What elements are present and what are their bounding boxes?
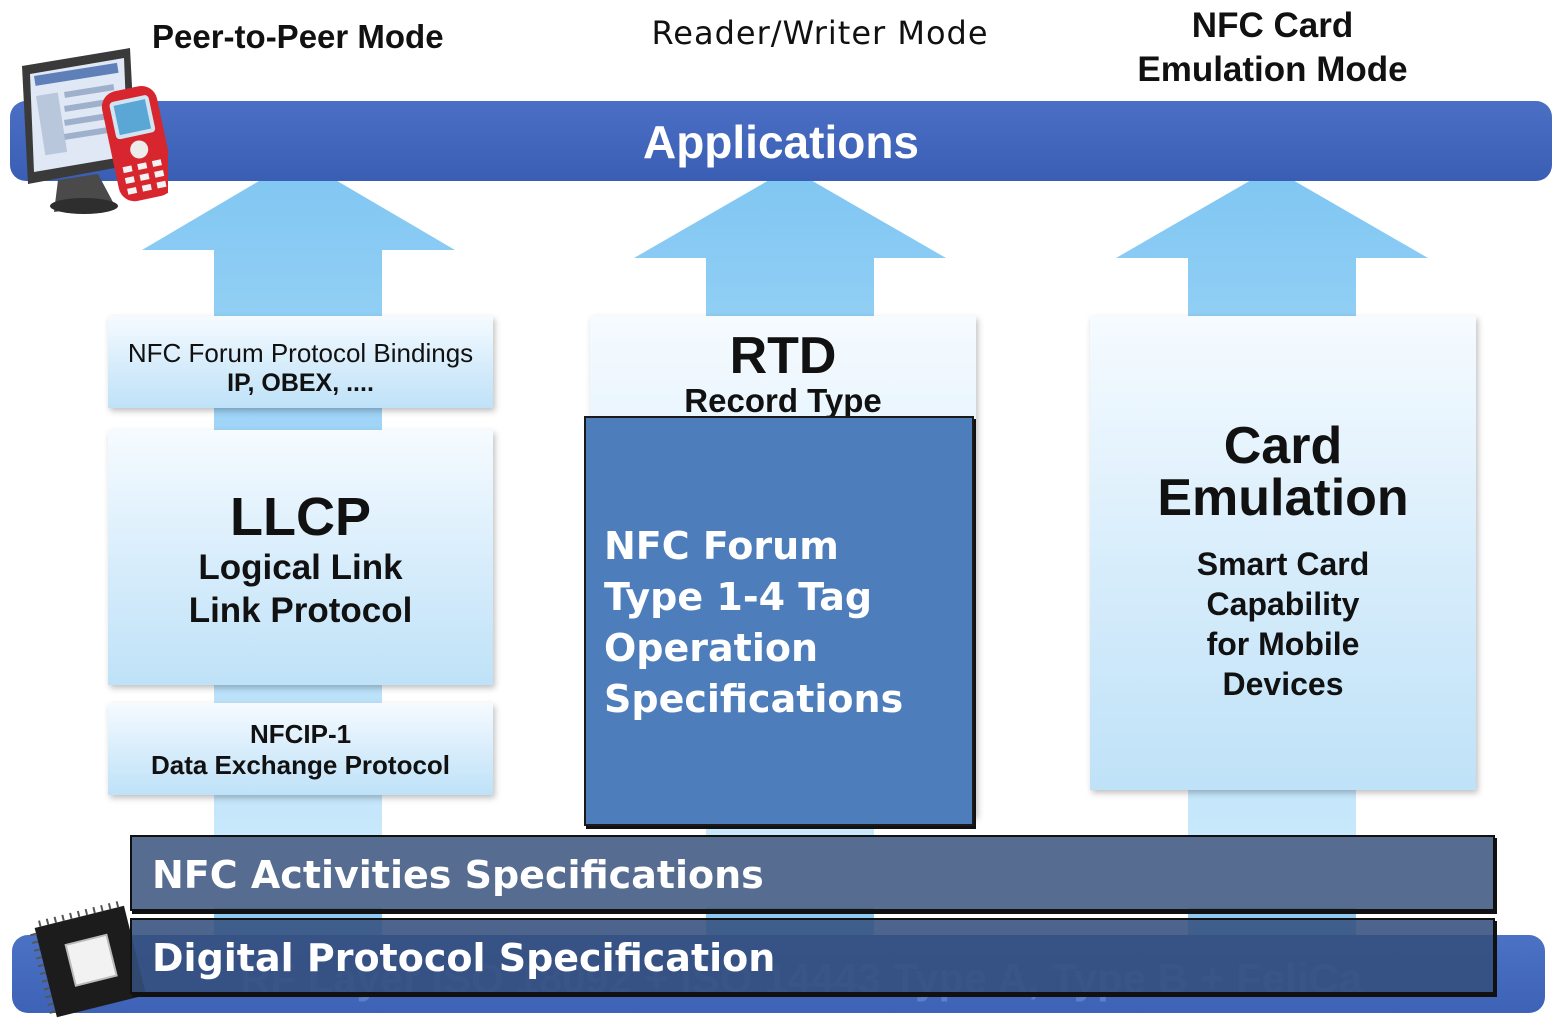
rtd-subtitle: Record Type [684,382,882,419]
nfc-activities-label: NFC Activities Specifications [152,853,764,897]
nfc-activities-bar: NFC Activities Specifications [130,835,1495,911]
digital-protocol-label: Digital Protocol Specification [152,936,776,980]
llcp-box: LLCP Logical Link Link Protocol [108,430,493,685]
applications-bar: Applications [10,101,1552,181]
card-emulation-mode-title-line1: NFC Card [1191,6,1354,45]
card-emulation-desc-line: for Mobile [1206,626,1360,662]
card-emulation-mode-title: NFC Card Emulation Mode [1100,4,1445,92]
card-emulation-title-line1: Card [1223,417,1343,475]
rtd-title: RTD [729,327,837,385]
tag-operation-box: NFC Forum Type 1-4 Tag Operation Specifi… [584,416,974,826]
card-emulation-desc-line: Smart Card [1196,546,1370,582]
llcp-subtitle-line1: Logical Link [198,548,403,587]
nfcip-subtitle: Data Exchange Protocol [150,750,451,780]
nfcip-title: NFCIP-1 [249,719,352,749]
protocol-bindings-examples: IP, OBEX, .... [227,369,374,397]
tag-operation-line: Operation [604,626,819,670]
card-emulation-desc-line: Devices [1222,666,1344,702]
card-emulation-box: Card Emulation Smart Card Capability for… [1090,316,1476,790]
protocol-bindings-title: NFC Forum Protocol Bindings [127,338,474,368]
computer-phone-icon [22,48,168,214]
tag-operation-line: NFC Forum [604,524,839,568]
tag-operation-line: Specifications [604,677,904,721]
tag-operation-line: Type 1-4 Tag [604,575,873,619]
chip-icon [30,901,147,1018]
peer-to-peer-mode-title: Peer-to-Peer Mode [152,18,444,55]
llcp-title: LLCP [230,487,371,547]
llcp-subtitle-line2: Link Protocol [188,591,413,630]
card-emulation-mode-title-line2: Emulation Mode [1137,50,1408,89]
nfcip-box: NFCIP-1 Data Exchange Protocol [108,703,493,795]
applications-label: Applications [642,116,920,168]
card-emulation-desc-line: Capability [1206,586,1360,622]
reader-writer-mode-title: Reader/Writer Mode [651,14,989,52]
digital-protocol-bar: Digital Protocol Specification [130,918,1495,994]
card-emulation-title-line2: Emulation [1157,469,1409,527]
protocol-bindings-box: NFC Forum Protocol Bindings IP, OBEX, ..… [108,316,493,408]
